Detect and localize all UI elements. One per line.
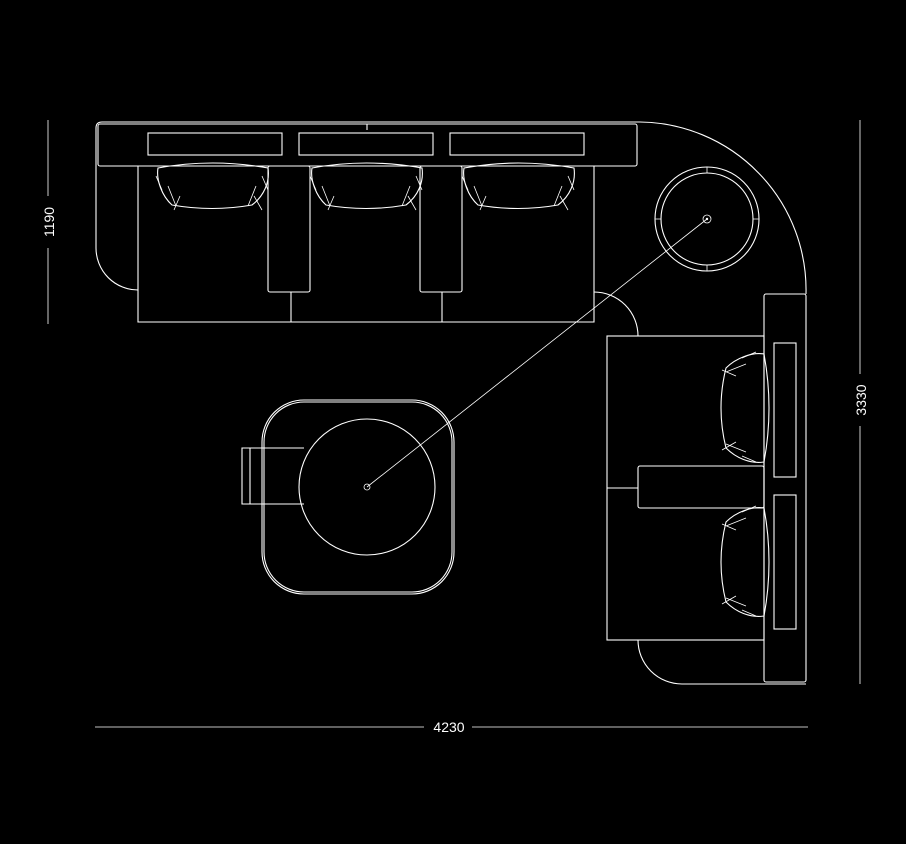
dimension-label-overall-width: 4230: [433, 719, 464, 735]
center-link-line: [366, 218, 708, 488]
dimension-left-1190: 1190: [36, 120, 60, 324]
pillow-top-3: [461, 162, 575, 211]
top-sofa-section: [95, 121, 807, 337]
corner-round-table: [654, 166, 760, 272]
pillow-right-1: [720, 351, 770, 463]
dimension-right-3330: 3330: [848, 120, 872, 684]
pillow-top-2: [309, 162, 423, 211]
pillow-top-1: [155, 162, 269, 211]
pillow-right-2: [720, 505, 770, 617]
central-ottoman: [241, 399, 455, 595]
dimension-label-overall-depth: 3330: [853, 384, 869, 415]
dimension-bottom-4230: 4230: [95, 716, 808, 738]
right-sofa-section: [606, 293, 807, 685]
dimension-label-depth: 1190: [41, 207, 57, 237]
